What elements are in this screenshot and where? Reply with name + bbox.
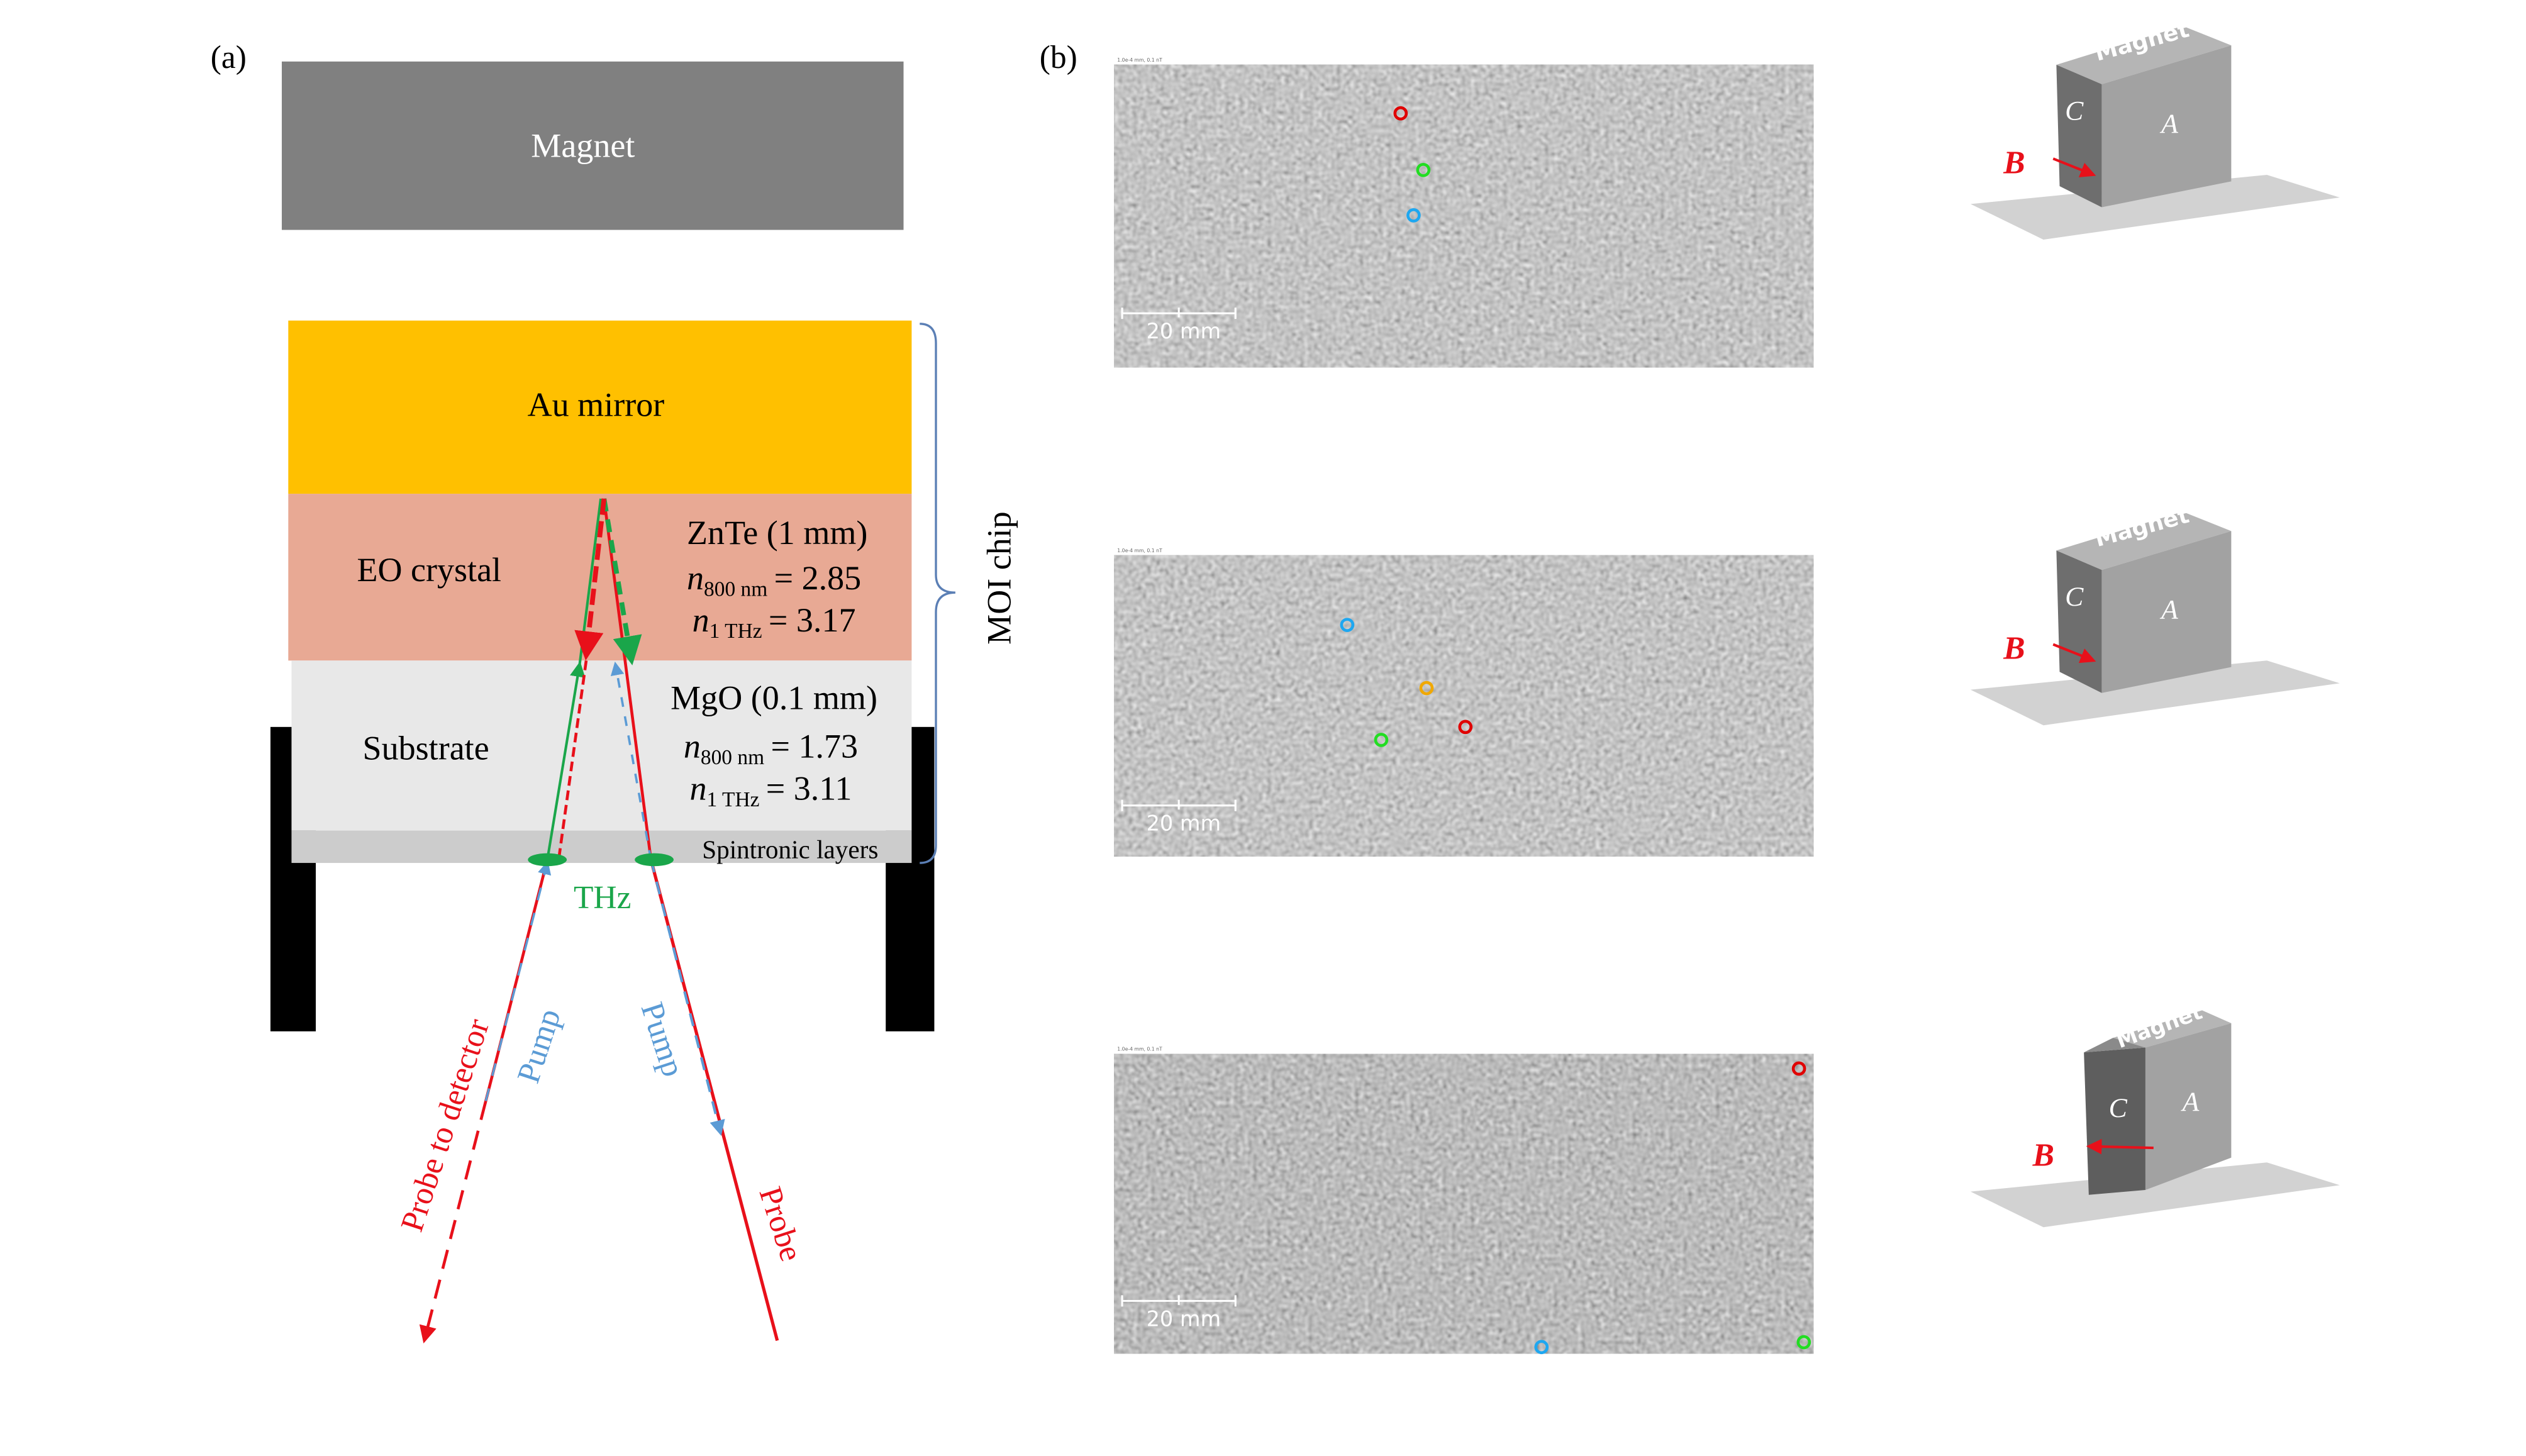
thz-up-beam <box>546 661 586 860</box>
panel-a: (a) Magnet Au mirror EO crystal ZnTe (1 … <box>211 40 1018 1343</box>
face-c-label: C <box>2109 1093 2128 1123</box>
slab-top-face: Au mirror ZnTe <001> <110> Spintronic em… <box>1970 660 2340 726</box>
moi-image-1: 1.0e-4 mm, 0.1 nT 20 mm <box>1114 57 1814 368</box>
scale-bar-label: 20 mm <box>1147 319 1221 343</box>
znte-title: ZnTe (1 mm) <box>687 514 867 552</box>
probe-label: Probe <box>752 1182 809 1265</box>
spintronic-label: Spintronic layers <box>702 835 878 864</box>
scale-bar <box>1121 308 1237 320</box>
mgo-n800: n800 nm= 1.73 <box>684 728 858 769</box>
beam-paths <box>419 498 779 1343</box>
magnet-top-face <box>2056 511 2232 570</box>
slab-top-face: Au mirror ZnTe <001> <110> Spintronic em… <box>1970 1162 2340 1228</box>
moi-image-noise <box>1114 64 1814 368</box>
znte-n800: n800 nm= 2.85 <box>687 559 861 601</box>
scale-bar-label: 20 mm <box>1147 1306 1221 1331</box>
face-a-label: A <box>2181 1087 2200 1117</box>
marker-orange <box>1419 681 1434 696</box>
magnet-top-face <box>2056 26 2232 84</box>
substrate-layer <box>291 660 912 831</box>
image-header: 1.0e-4 mm, 0.1 nT <box>1117 1047 1162 1052</box>
eo-crystal-label: EO crystal <box>357 551 501 589</box>
scale-bar-label: 20 mm <box>1147 811 1221 836</box>
magnet-top-face <box>2113 1010 2232 1048</box>
panel-b: (b) 1.0e-4 mm, 0.1 nT 20 mm 1.0e-4 mm, 0… <box>1040 16 2340 1355</box>
panel-b-label: (b) <box>1040 40 1077 75</box>
sample-schematic-2: Au mirror ZnTe <001> <110> Spintronic em… <box>1970 503 2340 726</box>
marker-red <box>1791 1061 1806 1076</box>
pump-right-label: Pump <box>634 998 691 1081</box>
field-b-arrow <box>2052 157 2096 177</box>
slab-top-face: Au mirror ZnTe <001> <110> Spintronic em… <box>1970 175 2340 240</box>
image-header: 1.0e-4 mm, 0.1 nT <box>1117 57 1162 63</box>
probe-in-beam <box>649 859 779 1342</box>
spintronic-layer <box>291 830 912 864</box>
thz-spot-right <box>635 853 674 867</box>
thz-label: THz <box>574 880 631 916</box>
field-b-arrow <box>2086 1138 2154 1155</box>
moi-chip-label: MOI chip <box>980 511 1018 645</box>
magnet-side-face-c <box>2056 550 2102 693</box>
moi-image-noise <box>1114 1053 1814 1354</box>
substrate-label: Substrate <box>363 729 489 767</box>
moi-image-3: 1.0e-4 mm, 0.1 nT 20 mm <box>1114 1047 1814 1355</box>
magnet-label: Magnet <box>531 127 635 165</box>
mgo-n1thz: n1 THz= 3.11 <box>690 770 852 811</box>
probe-reflected-substrate <box>557 660 588 860</box>
thz-reflected-beam <box>601 498 642 665</box>
thz-spot-left <box>528 853 567 867</box>
magnet-side-face-c <box>2056 64 2102 208</box>
probe-to-detector-label: Probe to detector <box>394 1014 496 1236</box>
znte-n1thz: n1 THz= 3.17 <box>693 601 856 643</box>
probe-inside-right <box>602 498 653 860</box>
face-a-label: A <box>2159 109 2178 139</box>
au-mirror-label: Au mirror <box>528 386 665 424</box>
scale-bar <box>1121 1295 1237 1307</box>
magnet: Magnet C A B <box>2003 16 2232 208</box>
marker-green <box>1374 733 1389 747</box>
field-b-label: B <box>2003 631 2025 667</box>
magnet-front-face-a <box>2145 1023 2232 1191</box>
mgo-title: MgO (0.1 mm) <box>670 679 877 717</box>
magnet: Magnet C A B <box>2032 999 2232 1195</box>
chip-slab: Au mirror ZnTe <001> <110> Spintronic em… <box>1970 1162 2340 1228</box>
moi-chip-brace <box>920 323 955 864</box>
pump-inside-right <box>610 661 652 860</box>
face-c-label: C <box>2065 582 2084 612</box>
pump-reflected-beam <box>649 859 725 1136</box>
moi-image-2: 1.0e-4 mm, 0.1 nT 20 mm <box>1114 548 1814 857</box>
sample-schematic-3: Au mirror ZnTe <001> <110> Spintronic em… <box>1970 999 2340 1228</box>
magnet-front-face-a <box>2101 531 2232 693</box>
marker-blue <box>1534 1340 1549 1355</box>
magnet: Magnet C A B <box>2003 503 2232 693</box>
au-mirror-layer <box>288 320 912 494</box>
panel-a-label: (a) <box>211 40 247 75</box>
chip-slab: Au mirror ZnTe <001> <110> Spintronic em… <box>1970 175 2340 240</box>
magnet-block <box>282 61 904 230</box>
marker-blue <box>1406 208 1421 223</box>
marker-red <box>1458 720 1473 735</box>
field-b-arrow <box>2052 643 2096 664</box>
marker-green <box>1796 1335 1811 1350</box>
field-b-label: B <box>2003 145 2025 181</box>
marker-blue <box>1340 618 1355 632</box>
marker-red <box>1393 106 1408 121</box>
probe-reflected-inside <box>574 498 607 661</box>
chip-slab: Au mirror ZnTe <001> <110> Spintronic em… <box>1970 660 2340 726</box>
sample-schematic-1: Au mirror ZnTe <001> <110> Spintronic em… <box>1970 16 2340 240</box>
scale-bar <box>1121 799 1237 811</box>
face-a-label: A <box>2159 594 2178 625</box>
magnet-front-face-a <box>2101 45 2232 208</box>
field-b-label: B <box>2032 1137 2054 1173</box>
magnet-edge <box>2084 1038 2145 1053</box>
marker-green <box>1416 162 1431 177</box>
probe-to-detector-beam <box>419 1100 487 1343</box>
magnet-side-face-c <box>2084 1047 2145 1195</box>
face-c-label: C <box>2065 96 2084 126</box>
pump-left-label: Pump <box>510 1004 567 1087</box>
image-header: 1.0e-4 mm, 0.1 nT <box>1117 548 1162 553</box>
